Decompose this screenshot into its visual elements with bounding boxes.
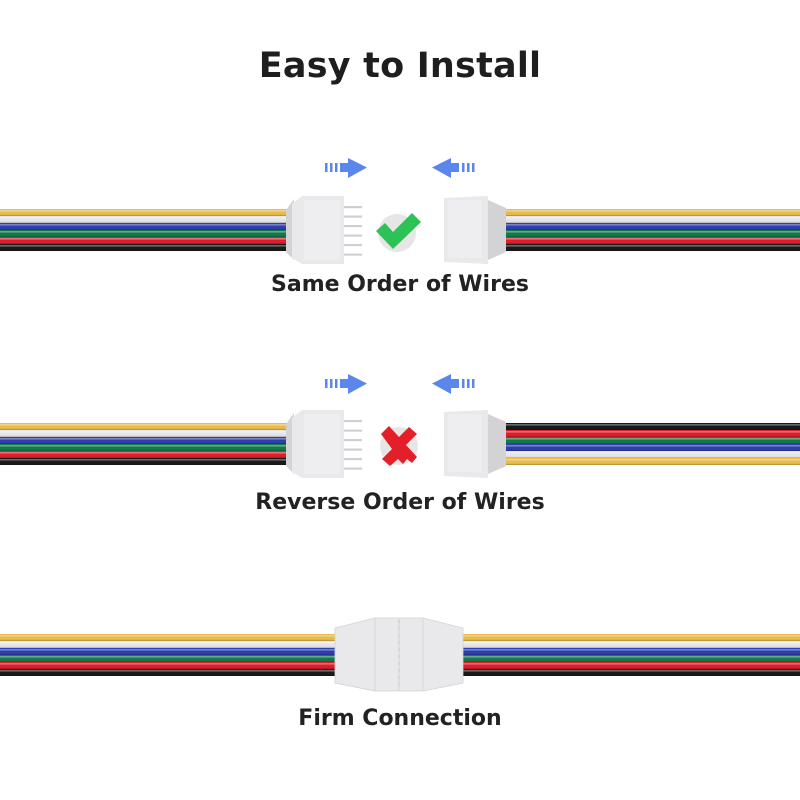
section-reverse-order	[0, 374, 800, 478]
section-firm-connection	[0, 617, 800, 692]
arrow-left-icon	[432, 374, 475, 394]
female-connector	[444, 410, 506, 478]
wire-red	[0, 662, 340, 669]
status-badge	[380, 426, 418, 466]
wire-white	[0, 430, 292, 437]
female-connector	[444, 196, 506, 264]
wire-yellow	[0, 634, 340, 641]
wire-black	[458, 669, 800, 676]
wire-red	[0, 451, 292, 458]
wire-green	[502, 230, 800, 237]
caption-firm-connection: Firm Connection	[298, 706, 502, 731]
left-wire-bundle	[0, 209, 292, 251]
wire-yellow	[502, 458, 800, 465]
wire-blue	[502, 223, 800, 230]
wire-red	[458, 662, 800, 669]
right-wire-bundle	[502, 209, 800, 251]
wire-white	[502, 216, 800, 223]
left-wire-bundle	[0, 634, 340, 676]
wire-red	[502, 430, 800, 437]
wire-blue	[502, 444, 800, 451]
wire-green	[458, 655, 800, 662]
wire-green	[0, 230, 292, 237]
arrow-right-icon	[325, 374, 367, 394]
wire-white	[502, 451, 800, 458]
caption-reverse-order: Reverse Order of Wires	[255, 490, 545, 515]
wire-white	[458, 641, 800, 648]
arrow-right-icon	[325, 158, 367, 178]
wire-yellow	[458, 634, 800, 641]
left-wire-bundle	[0, 423, 292, 465]
wire-black	[0, 458, 292, 465]
cross-mark-icon	[381, 426, 417, 466]
status-badge	[376, 213, 421, 252]
wire-black	[502, 244, 800, 251]
wire-green	[0, 655, 340, 662]
wire-green	[502, 437, 800, 444]
wire-red	[502, 237, 800, 244]
joined-connector	[334, 617, 464, 692]
wire-black	[0, 244, 292, 251]
wire-black	[502, 423, 800, 430]
wire-green	[0, 444, 292, 451]
wire-blue	[0, 223, 292, 230]
wire-black	[0, 669, 340, 676]
wire-yellow	[0, 209, 292, 216]
arrow-left-icon	[432, 158, 475, 178]
wire-red	[0, 237, 292, 244]
caption-same-order: Same Order of Wires	[271, 272, 529, 297]
male-connector	[286, 196, 362, 264]
section-same-order	[0, 158, 800, 264]
page-title: Easy to Install	[258, 46, 542, 86]
wire-yellow	[502, 209, 800, 216]
wire-blue	[458, 648, 800, 655]
wire-blue	[0, 648, 340, 655]
wire-yellow	[0, 423, 292, 430]
check-mark-icon	[376, 213, 421, 249]
right-wire-bundle	[502, 423, 800, 465]
wire-blue	[0, 437, 292, 444]
wire-white	[0, 641, 340, 648]
male-connector	[286, 410, 362, 478]
right-wire-bundle	[458, 634, 800, 676]
wire-white	[0, 216, 292, 223]
